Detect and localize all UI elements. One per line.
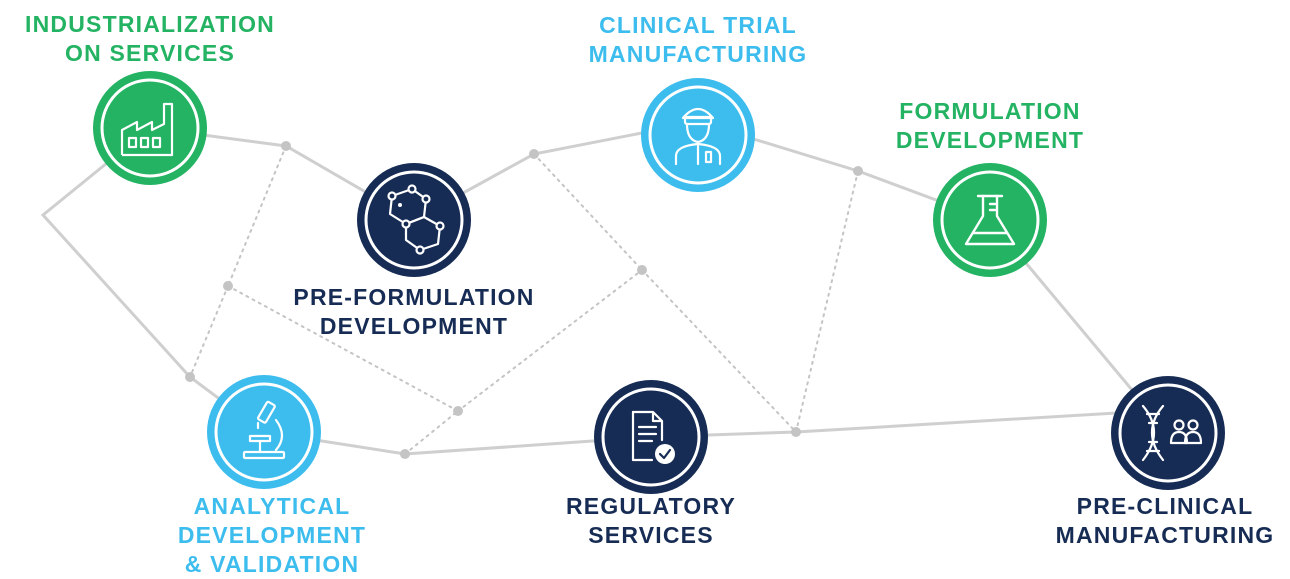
- junction-dot: [223, 281, 233, 291]
- label-line: MANUFACTURING: [588, 41, 808, 67]
- junction-dot: [185, 372, 195, 382]
- connector-analytical-preclinical: [263, 408, 1169, 456]
- node-regulatory: [594, 380, 708, 494]
- label-pre-clinical: PRE-CLINICAL MANUFACTURING: [1040, 492, 1290, 550]
- dotted-connector: [641, 269, 797, 433]
- node-circle: [933, 163, 1047, 277]
- node-clinical-trial: [641, 78, 755, 192]
- junction-dot: [453, 406, 463, 416]
- node-circle: [93, 71, 207, 185]
- factory-icon: [120, 102, 174, 157]
- node-industrialization: [93, 71, 207, 185]
- junction-dot: [529, 149, 539, 159]
- scientist-icon: [674, 107, 722, 166]
- junction-dot: [791, 427, 801, 437]
- node-circle: [641, 78, 755, 192]
- label-line: SERVICES: [588, 522, 714, 548]
- node-circle: [207, 375, 321, 489]
- node-pre-formulation: [357, 163, 471, 277]
- node-ring: [364, 170, 464, 270]
- molecule-icon: [387, 184, 445, 255]
- junction-dot: [637, 265, 647, 275]
- label-line: DEVELOPMENT: [319, 313, 509, 339]
- dna-people-icon: [1141, 404, 1203, 462]
- node-pre-clinical: [1111, 376, 1225, 490]
- junction-dot: [400, 449, 410, 459]
- label-line: ON SERVICES: [65, 40, 235, 66]
- junction-dot: [281, 141, 291, 151]
- label-line: DEVELOPMENT: [177, 522, 367, 548]
- label-line: DEVELOPMENT: [895, 127, 1085, 153]
- dotted-connector: [227, 145, 287, 287]
- node-ring: [214, 382, 314, 482]
- node-analytical: [207, 375, 321, 489]
- dotted-connector: [533, 153, 643, 271]
- junction-dot: [853, 166, 863, 176]
- label-line: MANUFACTURING: [1055, 522, 1275, 548]
- junction-dots: [185, 141, 863, 459]
- node-circle: [594, 380, 708, 494]
- node-ring: [601, 387, 701, 487]
- label-line: INDUSTRIALIZATION: [25, 11, 275, 37]
- flask-icon: [964, 194, 1016, 246]
- node-circle: [1111, 376, 1225, 490]
- label-line: & VALIDATION: [184, 551, 360, 577]
- node-ring: [100, 78, 200, 178]
- document-check-icon: [631, 410, 675, 464]
- label-regulatory: REGULATORY SERVICES: [501, 492, 801, 550]
- label-line: PRE-FORMULATION: [293, 284, 535, 310]
- node-ring: [940, 170, 1040, 270]
- label-formulation: FORMULATION DEVELOPMENT: [840, 97, 1140, 155]
- label-clinical-trial: CLINICAL TRIAL MANUFACTURING: [548, 11, 848, 69]
- node-ring: [648, 85, 748, 185]
- label-line: FORMULATION: [899, 98, 1081, 124]
- label-line: CLINICAL TRIAL: [599, 12, 797, 38]
- label-line: ANALYTICAL: [193, 493, 351, 519]
- dotted-connector: [795, 170, 859, 433]
- label-pre-formulation: PRE-FORMULATION DEVELOPMENT: [264, 283, 564, 341]
- microscope-icon: [242, 400, 286, 460]
- node-ring: [1118, 383, 1218, 483]
- label-line: PRE-CLINICAL: [1076, 493, 1254, 519]
- label-analytical: ANALYTICAL DEVELOPMENT & VALIDATION: [122, 492, 422, 579]
- dotted-connector: [404, 410, 459, 455]
- label-line: REGULATORY: [565, 493, 737, 519]
- dotted-connector: [227, 285, 459, 412]
- node-formulation: [933, 163, 1047, 277]
- label-industrialization: INDUSTRIALIZATION ON SERVICES: [0, 10, 300, 68]
- dotted-connectors: [189, 145, 859, 455]
- dotted-connector: [189, 285, 229, 378]
